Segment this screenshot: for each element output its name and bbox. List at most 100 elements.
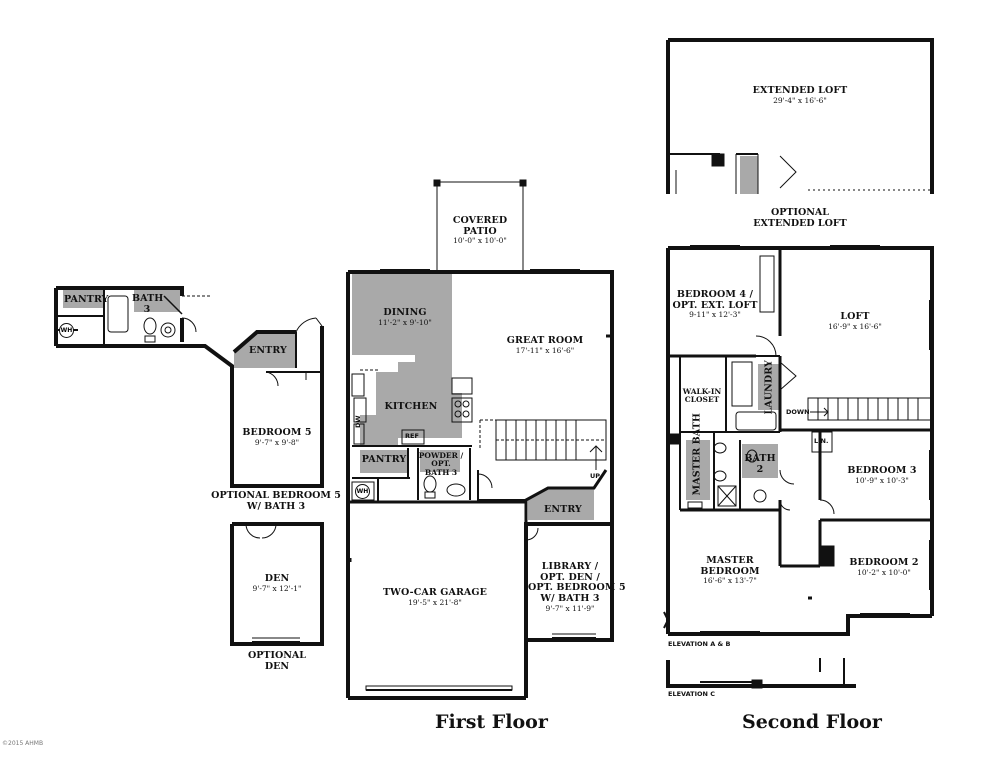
room-entry-left: ENTRY <box>240 345 296 357</box>
room-dims: 10'-2" x 10'-0" <box>857 567 911 577</box>
caption-optional-bedroom5: OPTIONAL BEDROOM 5 W/ BATH 3 <box>200 490 352 513</box>
caption-line: OPTIONAL BEDROOM 5 <box>211 490 341 501</box>
dining-kitchen-shade <box>352 274 462 446</box>
caption-line: W/ BATH 3 <box>246 500 306 512</box>
water-heater-label: WH <box>356 488 369 495</box>
caption-optional-extended-loft: OPTIONAL EXTENDED LOFT <box>740 207 860 230</box>
room-name: BEDROOM 3 <box>847 465 917 476</box>
caption-line: OPTIONAL <box>248 650 306 661</box>
bath2-shade <box>742 444 778 478</box>
room-name: W/ BATH 3 <box>540 592 600 604</box>
water-heater-icon: WH <box>355 484 370 499</box>
room-name: ENTRY <box>544 504 582 515</box>
room-number: 3 <box>143 303 151 315</box>
room-garage: TWO-CAR GARAGE 19'-5" x 21'-8" <box>360 587 510 607</box>
room-name: ENTRY <box>249 345 287 356</box>
room-name: WALK-IN <box>682 387 722 396</box>
room-name: TWO-CAR GARAGE <box>383 587 487 598</box>
room-master-bath: MASTER BATH <box>691 413 704 496</box>
room-extended-loft: EXTENDED LOFT 29'-4" x 16'-6" <box>740 85 860 105</box>
caption-line: EXTENDED LOFT <box>753 217 847 229</box>
room-name: BATH <box>132 293 164 304</box>
room-name: PANTRY <box>361 454 407 465</box>
room-name: BEDROOM 5 <box>242 427 312 438</box>
room-bedroom3: BEDROOM 3 10'-9" x 10'-3" <box>834 465 930 485</box>
laundry-shade <box>758 364 780 410</box>
room-pantry: PANTRY <box>360 454 408 466</box>
room-name: MASTER BATH <box>691 413 703 496</box>
room-bedroom4: BEDROOM 4 / OPT. EXT. LOFT 9-11" x 12'-3… <box>672 289 758 320</box>
option-den-walls <box>230 522 324 646</box>
room-dims: 9'-7" x 12'-1" <box>252 583 302 593</box>
room-bath3-left: BATH 3 <box>132 293 164 315</box>
room-dims: 10'-0" x 10'-0" <box>453 236 507 246</box>
room-covered-patio: COVERED PATIO 10'-0" x 10'-0" <box>437 215 523 246</box>
room-master-bedroom: MASTER BEDROOM 16'-6" x 13'-7" <box>680 555 780 586</box>
caption-line: DEN <box>264 660 290 672</box>
room-name: BATH <box>744 453 776 464</box>
bath3-left-shade <box>134 290 180 312</box>
room-dims: 9'-7" x 9'-8" <box>254 437 300 447</box>
elevation-ab-label: ELEVATION A & B <box>668 640 731 648</box>
room-bath2: BATH 2 <box>742 453 778 475</box>
room-name: LOFT <box>840 311 870 322</box>
room-great-room: GREAT ROOM 17'-11" x 16'-6" <box>490 335 600 355</box>
room-dining: DINING 11'-2" x 9'-10" <box>360 307 450 327</box>
extloft-closet-shade <box>740 156 758 194</box>
elevation-c-strip <box>666 658 856 688</box>
caption-line: OPTIONAL <box>771 207 829 218</box>
extended-loft-walls <box>666 38 934 194</box>
room-name: EXTENDED LOFT <box>752 85 848 96</box>
room-name: BEDROOM 4 / <box>676 289 754 300</box>
room-library: LIBRARY / OPT. DEN / OPT. BEDROOM 5 W/ B… <box>528 561 626 613</box>
room-dims: 9-11" x 12'-3" <box>689 310 741 320</box>
option-bath3-walls <box>54 286 234 480</box>
room-name: BEDROOM <box>700 565 760 577</box>
first-floor-title: First Floor <box>435 711 548 733</box>
room-laundry: LAUNDRY <box>763 359 776 415</box>
room-kitchen: KITCHEN <box>376 401 446 413</box>
linen-closet-label: LIN. <box>814 437 829 445</box>
room-name: KITCHEN <box>384 401 438 412</box>
first-floor-walls <box>346 270 614 700</box>
room-name: CLOSET <box>684 395 720 405</box>
room-den: DEN 9'-7" x 12'-1" <box>232 573 322 593</box>
room-number: 2 <box>756 463 764 475</box>
water-heater-icon: WH <box>59 323 74 338</box>
room-loft: LOFT 16'-9" x 16'-6" <box>800 311 910 331</box>
room-walkin-closet: WALK-IN CLOSET <box>680 387 724 405</box>
water-heater-label: WH <box>60 327 73 334</box>
caption-optional-den: OPTIONAL DEN <box>232 650 322 673</box>
room-bedroom2: BEDROOM 2 10'-2" x 10'-0" <box>836 557 932 577</box>
elevation-c-label: ELEVATION C <box>668 690 715 698</box>
room-name: DINING <box>383 307 427 318</box>
room-pantry-left: PANTRY <box>64 294 109 306</box>
room-name: OPT. <box>431 459 451 469</box>
stairs-down-label: DOWN <box>786 408 810 416</box>
powder-shade <box>420 450 460 472</box>
room-dims: 19'-5" x 21'-8" <box>408 597 462 607</box>
room-name: PANTRY <box>64 294 109 305</box>
room-dims: 11'-2" x 9'-10" <box>378 317 432 327</box>
room-name: OPT. DEN / <box>540 571 600 583</box>
room-name: BATH 3 <box>424 467 458 477</box>
room-entry: ENTRY <box>538 504 588 516</box>
dishwasher-label: DW <box>354 415 362 428</box>
room-name: POWDER / <box>418 451 464 460</box>
room-dims: 29'-4" x 16'-6" <box>773 95 827 105</box>
room-dims: 16'-9" x 16'-6" <box>828 321 882 331</box>
copyright-text: ©2015 AHMB <box>2 740 44 747</box>
room-dims: 17'-11" x 16'-6" <box>515 345 575 355</box>
room-name: OPT. BEDROOM 5 <box>528 582 626 594</box>
room-name: LIBRARY / <box>541 561 599 572</box>
room-dims: 9'-7" x 11'-9" <box>545 603 595 613</box>
room-dims: 10'-9" x 10'-3" <box>855 475 909 485</box>
option-bedroom5-walls <box>230 326 324 488</box>
pantry-left-shade <box>63 290 103 308</box>
room-powder: POWDER / OPT. BATH 3 <box>418 451 464 477</box>
room-name: PATIO <box>463 225 497 237</box>
room-name: OPT. EXT. LOFT <box>672 299 758 311</box>
room-name: LAUNDRY <box>763 360 775 415</box>
stairs-up-label: UP <box>590 472 601 480</box>
